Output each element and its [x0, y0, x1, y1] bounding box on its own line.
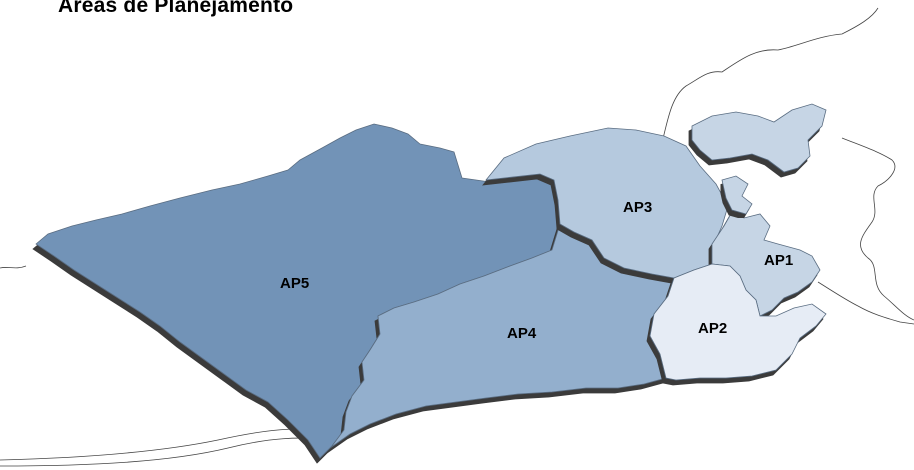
region-ap2[interactable]	[649, 263, 827, 381]
coastline-lines	[0, 7, 914, 467]
label-ap2: AP2	[698, 320, 727, 337]
label-ap5: AP5	[280, 275, 309, 292]
label-ap1: AP1	[764, 252, 793, 269]
label-ap3: AP3	[623, 199, 652, 216]
island-shape	[691, 103, 827, 173]
label-ap4: AP4	[507, 325, 537, 342]
map-title: Áreas de Planejamento	[58, 0, 294, 17]
bay-shape	[721, 175, 753, 215]
